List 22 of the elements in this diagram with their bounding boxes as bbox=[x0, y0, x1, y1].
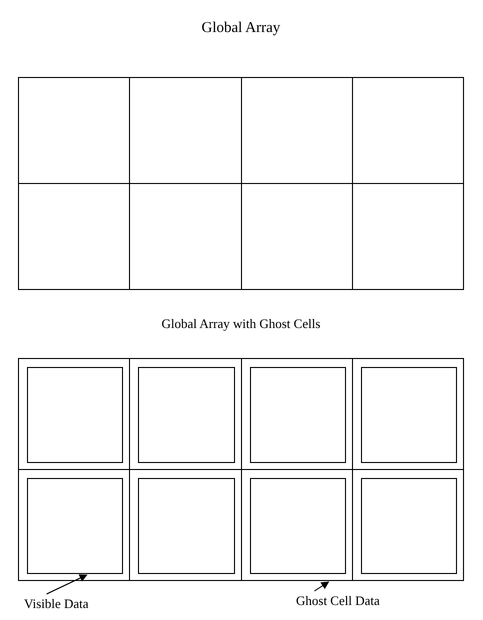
callout-label: Visible Data bbox=[24, 596, 89, 612]
callout-label: Ghost Cell Data bbox=[296, 593, 380, 609]
ghost-cell bbox=[18, 469, 130, 581]
visible-data-box bbox=[250, 478, 346, 574]
visible-data-box bbox=[138, 478, 234, 574]
array-cell bbox=[18, 77, 130, 184]
visible-data-box bbox=[27, 478, 124, 574]
title: Global Array bbox=[202, 20, 280, 37]
ghost-cell bbox=[352, 358, 464, 470]
ghost-cell bbox=[18, 358, 130, 470]
visible-data-box bbox=[250, 367, 346, 463]
visible-data-box bbox=[360, 367, 457, 463]
array-cell bbox=[18, 183, 130, 290]
visible-data-box bbox=[360, 478, 457, 574]
array-cell bbox=[352, 77, 464, 184]
leader-line bbox=[314, 581, 330, 592]
array-cell bbox=[352, 183, 464, 290]
ghost-cell bbox=[352, 469, 464, 581]
leader-line bbox=[46, 574, 88, 594]
heading: Global Array with Ghost Cells bbox=[162, 316, 320, 332]
visible-data-box bbox=[138, 367, 234, 463]
visible-data-box bbox=[27, 367, 124, 463]
